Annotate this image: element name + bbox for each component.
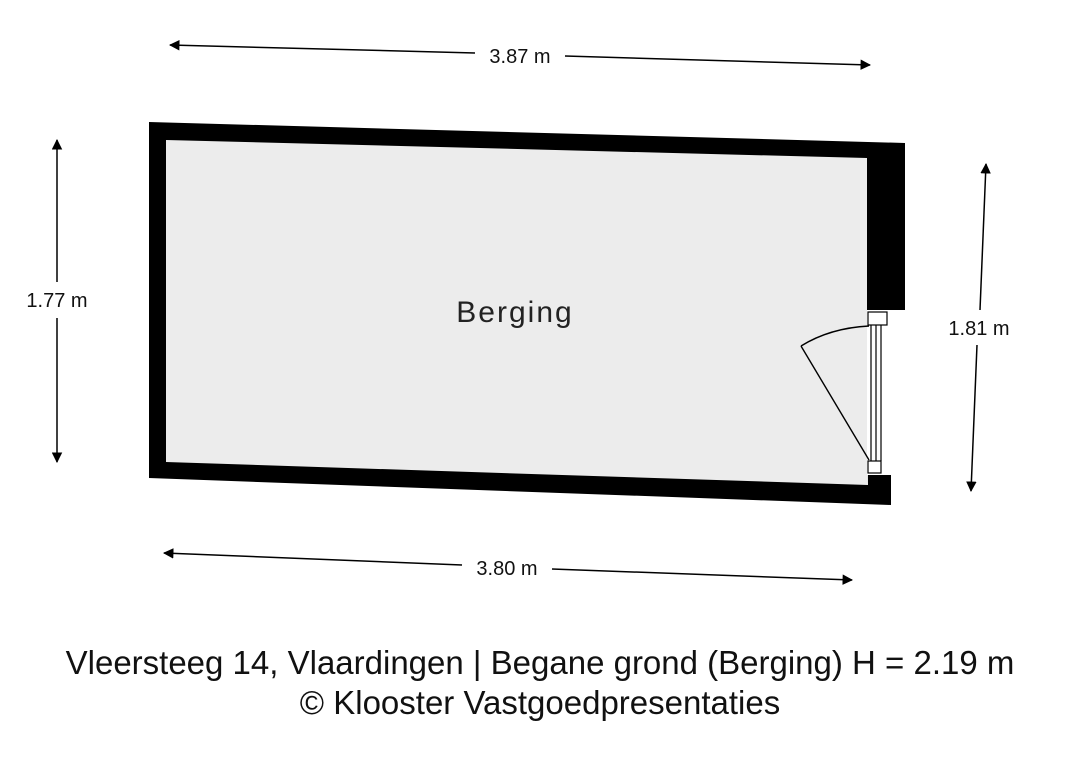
caption-address: Vleersteeg 14, Vlaardingen | Begane gron… (65, 644, 1015, 681)
dimension-label-left: 1.77 m (26, 290, 87, 312)
dimension-arrow-right-top (979, 162, 991, 311)
dimension-arrow-bottom-left (162, 548, 463, 566)
caption-copyright: © Klooster Vastgoedpresentaties (299, 684, 781, 721)
door-frame (867, 311, 888, 326)
dimension-arrow-top-left (168, 39, 476, 54)
door-swing-leaf (800, 345, 870, 461)
dimension-arrow-bottom-right (551, 568, 854, 585)
door-swing-arc (800, 325, 870, 347)
dimension-arrow-right-bottom (966, 344, 978, 493)
dimension-arrow-top-right (564, 55, 872, 70)
dimension-label-bottom: 3.80 m (476, 558, 537, 580)
room-label: Berging (456, 296, 573, 329)
dimension-label-right: 1.81 m (948, 318, 1009, 340)
room-floor (166, 140, 868, 485)
door-frame-bottom (867, 460, 882, 474)
dimension-label-top: 3.87 m (489, 46, 550, 68)
